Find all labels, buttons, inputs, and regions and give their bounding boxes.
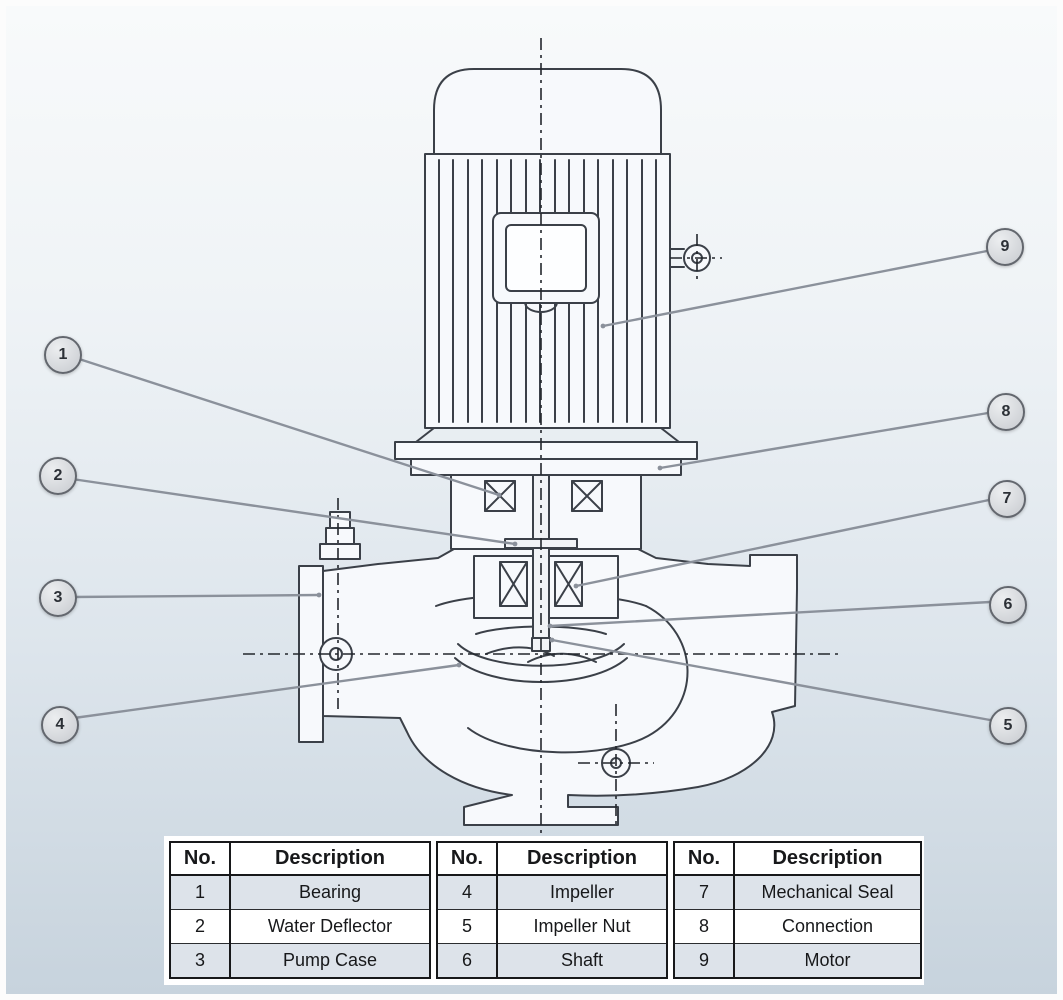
no-column-header: No.	[436, 841, 498, 876]
table-row: 5 Impeller Nut	[436, 909, 668, 944]
parts-table-1: No. Description 1 Bearing 2 Water Deflec…	[169, 841, 431, 979]
part-description: Impeller Nut	[496, 909, 668, 944]
callout-4: 4	[41, 706, 79, 744]
callout-2: 2	[39, 457, 77, 495]
vent-plug	[319, 511, 361, 560]
part-number: 7	[673, 874, 735, 910]
callout-8-label: 8	[1001, 403, 1011, 420]
callout-7: 7	[988, 480, 1026, 518]
part-number: 1	[169, 874, 231, 910]
table-row: 6 Shaft	[436, 943, 668, 979]
callout-2-label: 2	[53, 467, 63, 484]
leader-lines	[70, 249, 992, 722]
callout-9-label: 9	[1000, 238, 1010, 255]
part-description: Connection	[733, 909, 922, 944]
part-number: 9	[673, 943, 735, 979]
part-number: 4	[436, 874, 498, 910]
table-header-row: No. Description	[436, 841, 668, 876]
callout-7-label: 7	[1002, 490, 1012, 507]
part-number: 5	[436, 909, 498, 944]
parts-table-3: No. Description 7 Mechanical Seal 8 Conn…	[673, 841, 922, 979]
table-header-row: No. Description	[673, 841, 922, 876]
table-row: 7 Mechanical Seal	[673, 874, 922, 910]
table-row: 2 Water Deflector	[169, 909, 431, 944]
callout-5: 5	[989, 707, 1027, 745]
part-description: Water Deflector	[229, 909, 431, 944]
callout-1: 1	[44, 336, 82, 374]
part-number: 3	[169, 943, 231, 979]
part-description: Mechanical Seal	[733, 874, 922, 910]
part-number: 2	[169, 909, 231, 944]
description-column-header: Description	[733, 841, 922, 876]
table-row: 4 Impeller	[436, 874, 668, 910]
callout-3: 3	[39, 579, 77, 617]
callout-6-label: 6	[1003, 596, 1013, 613]
table-row: 8 Connection	[673, 909, 922, 944]
part-description: Motor	[733, 943, 922, 979]
callout-8: 8	[987, 393, 1025, 431]
pump-cross-section-diagram	[70, 38, 992, 834]
part-number: 8	[673, 909, 735, 944]
part-description: Bearing	[229, 874, 431, 910]
description-column-header: Description	[496, 841, 668, 876]
callout-5-label: 5	[1003, 717, 1013, 734]
part-description: Shaft	[496, 943, 668, 979]
table-row: 1 Bearing	[169, 874, 431, 910]
centerlines	[243, 38, 841, 834]
table-row: 9 Motor	[673, 943, 922, 979]
table-header-row: No. Description	[169, 841, 431, 876]
callout-4-label: 4	[55, 716, 65, 733]
callout-6: 6	[989, 586, 1027, 624]
callout-3-label: 3	[53, 589, 63, 606]
description-column-header: Description	[229, 841, 431, 876]
part-description: Pump Case	[229, 943, 431, 979]
no-column-header: No.	[673, 841, 735, 876]
part-description: Impeller	[496, 874, 668, 910]
mechanical-seal-symbols	[499, 561, 583, 607]
parts-table-2: No. Description 4 Impeller 5 Impeller Nu…	[436, 841, 668, 979]
connection-flange	[394, 441, 698, 460]
callout-9: 9	[986, 228, 1024, 266]
callout-1-label: 1	[58, 346, 68, 363]
motor-dome	[433, 68, 662, 155]
no-column-header: No.	[169, 841, 231, 876]
part-number: 6	[436, 943, 498, 979]
table-row: 3 Pump Case	[169, 943, 431, 979]
